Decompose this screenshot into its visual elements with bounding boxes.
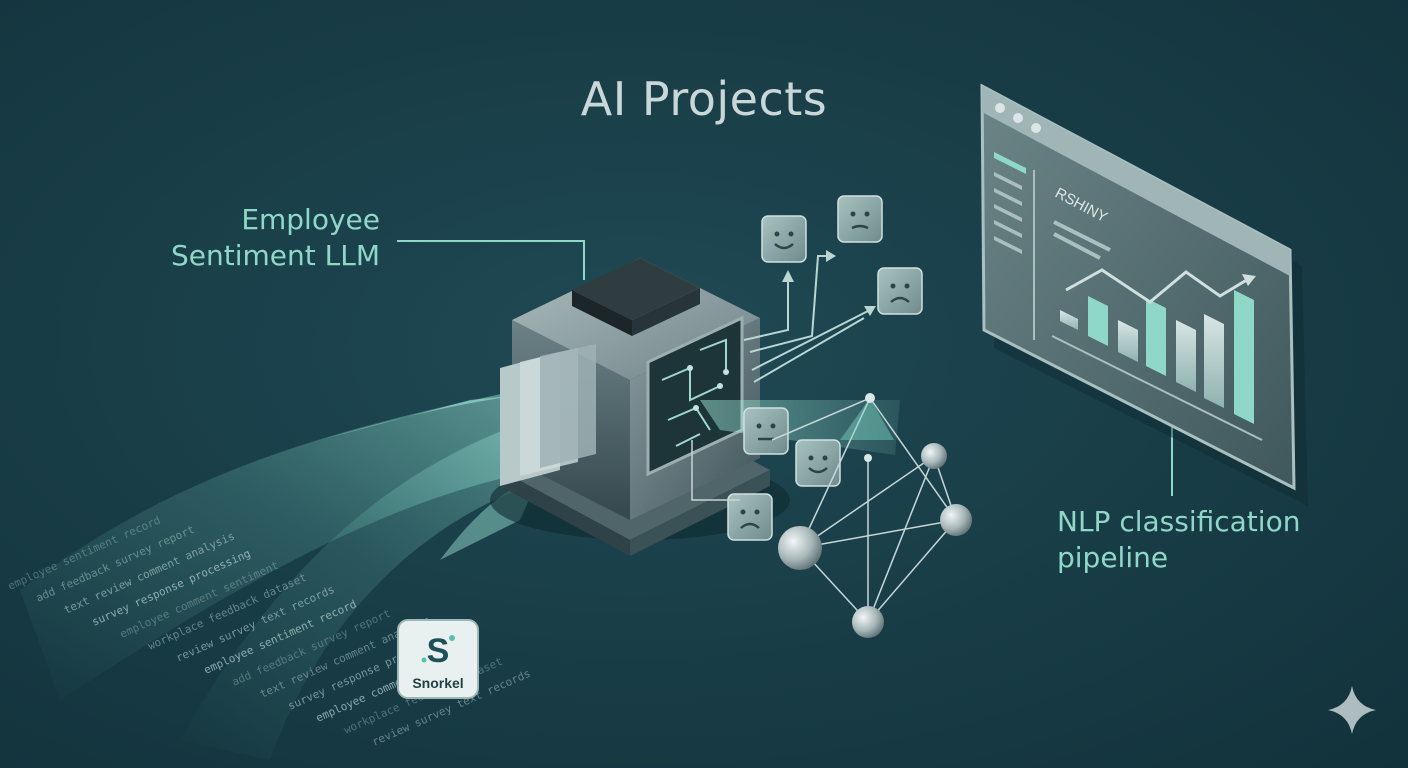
neutral-face-icon [837,195,883,243]
snorkel-badge: S Snorkel [397,619,479,699]
sparkle-icon [1328,686,1376,734]
chart-bar [1146,298,1166,376]
node-network [691,393,972,638]
chart-bar [1204,314,1224,408]
chart-bar [1088,296,1108,346]
chart-bar [1118,320,1138,362]
network-node [852,606,884,638]
employee-sentiment-llm-label: Employee Sentiment LLM [171,203,380,272]
network-node [778,526,822,570]
network-node [940,504,972,536]
happy-face-icon [795,439,841,487]
sad-face-icon [727,493,773,541]
window-dot-icon [995,103,1005,113]
snorkel-logo-letter: S [427,632,450,670]
network-node [864,454,872,462]
window-dot-icon [1013,113,1023,123]
rshiny-dashboard-window: RSHINY [980,83,1308,506]
chart-bar [1060,310,1078,330]
chart-bar [1234,290,1254,424]
window-dot-icon [1031,123,1041,133]
neutral-face-icon [743,407,789,455]
happy-face-icon [761,215,807,263]
nlp-classification-pipeline-label: NLP classification pipeline [1057,505,1301,574]
connector-line-llm [397,240,585,280]
chart-bar [1176,320,1196,392]
network-node [865,393,875,403]
llm-processor-cube [490,258,900,556]
output-arrows [743,255,871,383]
trend-line [1065,268,1251,304]
page-title: AI Projects [580,72,828,126]
network-node [921,443,947,469]
sad-face-icon [877,267,923,315]
snorkel-label: Snorkel [412,675,463,691]
